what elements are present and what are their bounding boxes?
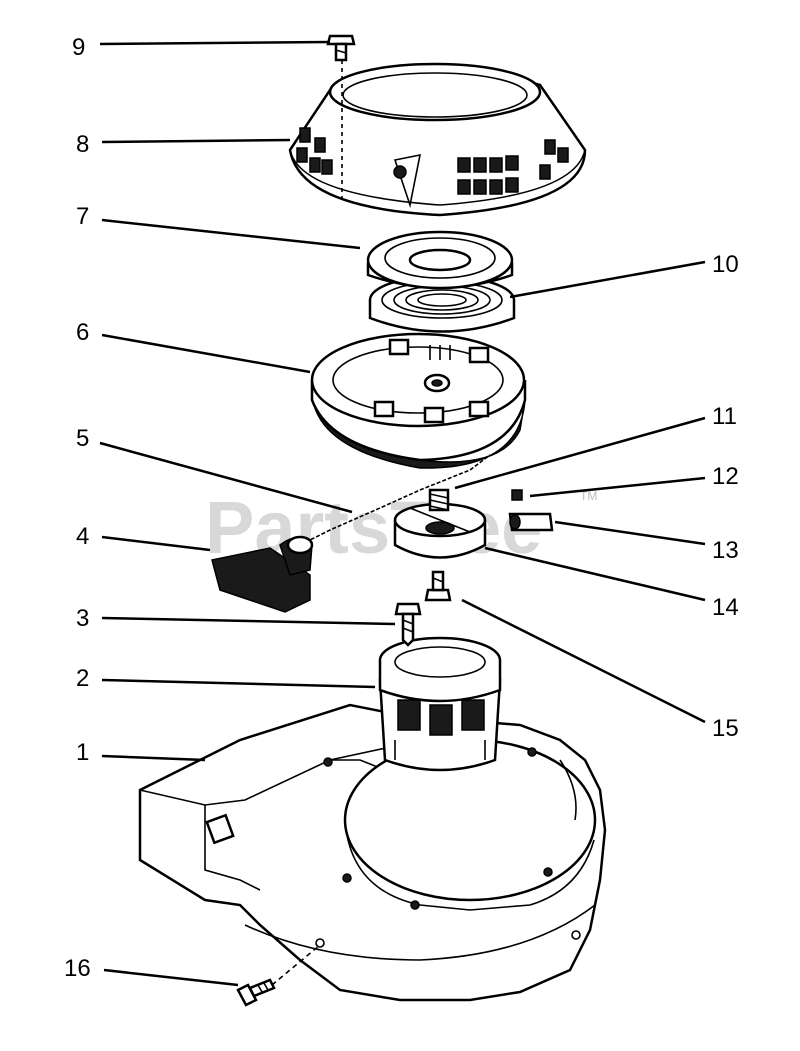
callout-10: 10: [712, 251, 739, 278]
part-9-housing-screw[interactable]: [326, 34, 356, 62]
callout-11: 11: [712, 403, 737, 430]
part-13-pawl[interactable]: [508, 512, 554, 532]
callout-1: 1: [76, 739, 89, 766]
callout-8: 8: [76, 131, 89, 158]
part-14-pawl-retainer[interactable]: [393, 502, 487, 559]
part-12-pawl-spring[interactable]: [511, 489, 523, 501]
part-8-starter-housing[interactable]: [288, 62, 587, 217]
part-7-spring-retainer[interactable]: [366, 230, 514, 290]
part-3-cup-screw[interactable]: [394, 602, 422, 647]
callout-5: 5: [76, 425, 89, 452]
callout-13: 13: [712, 537, 739, 564]
part-11-brake-spring[interactable]: [428, 488, 450, 512]
part-1-blower-housing[interactable]: [138, 703, 607, 1002]
callout-12: 12: [712, 463, 739, 490]
callout-7: 7: [76, 203, 89, 230]
part-6-rope-pulley[interactable]: [310, 332, 527, 469]
housing-vents-left: [296, 127, 333, 175]
part-2-starter-cup[interactable]: [378, 636, 502, 772]
callout-16: 16: [64, 955, 91, 982]
callout-9: 9: [72, 34, 85, 61]
screw-axis: [271, 944, 321, 986]
part-15-center-screw[interactable]: [424, 570, 452, 602]
callout-3: 3: [76, 605, 89, 632]
callout-14: 14: [712, 594, 739, 621]
part-16-mounting-screw[interactable]: [236, 978, 276, 1007]
watermark-tm: TM: [580, 489, 597, 503]
callout-15: 15: [712, 715, 739, 742]
callout-6: 6: [76, 319, 89, 346]
callout-4: 4: [76, 523, 89, 550]
callout-labels: 9 8 7 10 6 11 5 12 4 13 14 3 2 15 1 16: [64, 34, 739, 982]
part-5-starter-rope[interactable]: [299, 454, 491, 546]
leader-lines: [99, 40, 706, 987]
housing-vents-right: [457, 139, 569, 195]
part-4-starter-handle[interactable]: [211, 535, 314, 613]
callout-2: 2: [76, 665, 89, 692]
